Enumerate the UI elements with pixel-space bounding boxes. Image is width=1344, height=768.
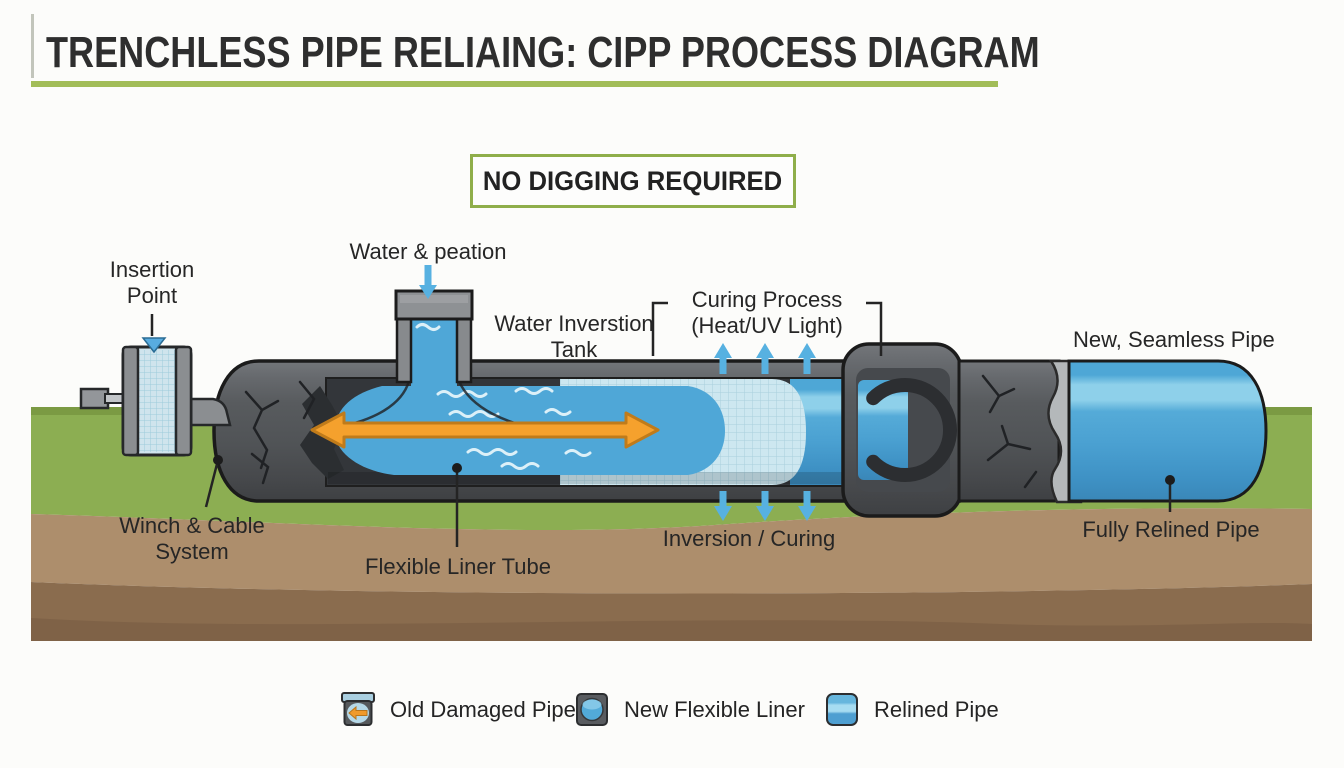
- leader-dots: [213, 455, 1175, 485]
- label-new-seamless-pipe: New, Seamless Pipe: [1073, 327, 1275, 352]
- pull-direction-arrow: [310, 411, 660, 449]
- pipe-cracks-left: [244, 380, 316, 485]
- label-winch-cable-system: Winch & Cable System: [119, 513, 265, 565]
- curing-arrows-up: [714, 343, 816, 374]
- title-left-rule: [31, 14, 34, 78]
- label-water-peation: Water & peation: [349, 239, 507, 264]
- legend-item-new-flexible-liner: New Flexible Liner: [575, 692, 805, 728]
- water-inlet-arrow-icon: [419, 265, 437, 299]
- no-digging-banner: NO DIGGING REQUIRED: [470, 154, 796, 208]
- label-inversion-curing: Inversion / Curing: [662, 526, 836, 551]
- water-inversion-tank: [394, 289, 474, 390]
- label-curing-process: Curing Process (Heat/UV Light): [691, 287, 843, 339]
- new-flexible-liner-icon: [576, 693, 608, 726]
- new-seamless-pipe: [1067, 359, 1268, 503]
- label-insertion-point: Insertion Point: [109, 257, 195, 309]
- cracked-pipe-section: [957, 359, 1083, 504]
- page-title: TRENCHLESS PIPE RELIAING: CIPP PROCESS D…: [46, 28, 1040, 77]
- legend-label: Old Damaged Pipe: [390, 697, 576, 722]
- legend-label: Relined Pipe: [874, 697, 999, 722]
- legend-label: New Flexible Liner: [624, 697, 805, 722]
- pipe-bell-joint: [841, 342, 963, 518]
- label-water-inverstion-tank: Water Inverstion Tank: [494, 311, 654, 363]
- no-digging-banner-text: NO DIGGING REQUIRED: [483, 165, 783, 196]
- insertion-point-arrow-icon: [141, 337, 167, 354]
- relined-pipe-icon: [826, 693, 858, 726]
- winch-drum: [79, 337, 232, 457]
- label-flexible-liner-tube: Flexible Liner Tube: [365, 554, 551, 579]
- soil-light-layer: [31, 508, 1312, 594]
- winch-handle-block: [79, 387, 110, 410]
- legend-item-old-damaged-pipe: Old Damaged Pipe: [341, 692, 576, 728]
- curing-arrows-down: [714, 491, 816, 521]
- title-underline: [31, 81, 998, 87]
- old-damaged-pipe-icon: [341, 692, 375, 726]
- legend-item-relined-pipe: Relined Pipe: [825, 692, 999, 728]
- label-fully-relined-pipe: Fully Relined Pipe: [1082, 517, 1260, 542]
- leader-lines: [150, 301, 1172, 547]
